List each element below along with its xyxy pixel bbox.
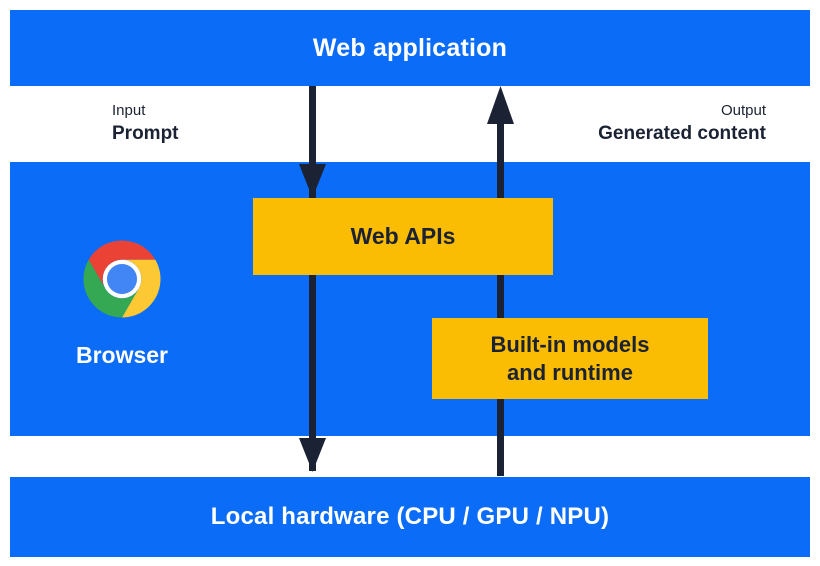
local-hardware-label: Local hardware (CPU / GPU / NPU) <box>210 503 610 530</box>
output-caption: Output <box>720 102 766 119</box>
prompt-down-arrow <box>299 86 326 472</box>
chrome-icon <box>83 240 161 318</box>
browser-label: Browser <box>75 342 169 368</box>
builtin-models-box: Built-in models and runtime <box>432 318 708 399</box>
web-apis-box: Web APIs <box>253 198 553 275</box>
builtin-models-line2: and runtime <box>507 359 633 385</box>
input-labels: Input Prompt <box>112 100 179 146</box>
generated-content-up-arrow <box>487 86 514 476</box>
local-hardware-bar: Local hardware (CPU / GPU / NPU) <box>10 477 810 557</box>
input-caption: Input <box>112 102 146 119</box>
output-labels: Output Generated content <box>598 100 766 146</box>
web-application-label: Web application <box>312 33 508 62</box>
input-prompt-label: Prompt <box>112 123 179 144</box>
web-application-bar: Web application <box>10 10 810 86</box>
output-generated-content-label: Generated content <box>598 123 766 144</box>
builtin-models-line1: Built-in models <box>490 331 650 357</box>
web-apis-label: Web APIs <box>350 223 456 249</box>
